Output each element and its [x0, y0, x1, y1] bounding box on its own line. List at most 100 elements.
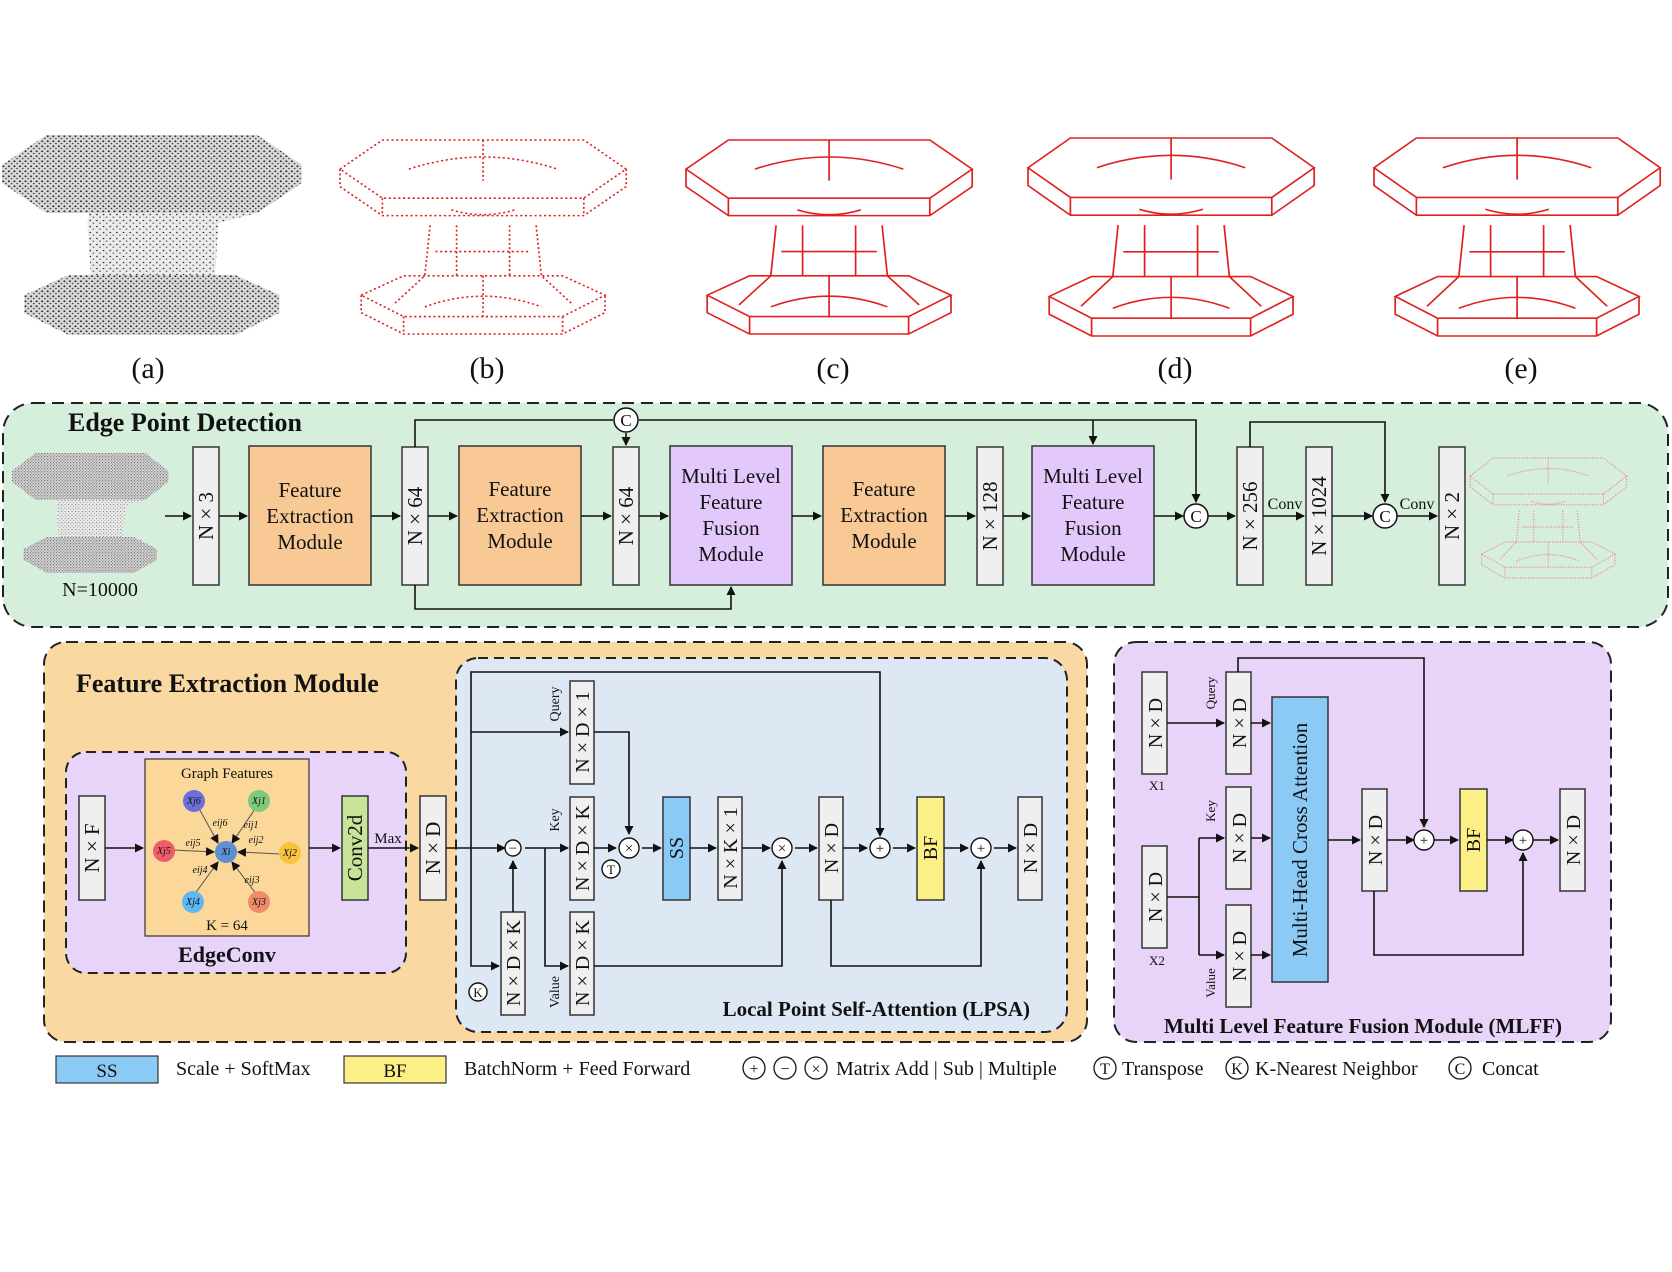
knn-box — [500, 911, 526, 1016]
lpsa-arrows — [446, 671, 1017, 971]
mlff-query-label: Query — [1203, 676, 1218, 709]
legend-concat-symbol — [1448, 1056, 1472, 1080]
legend-concat-text: Concat — [1482, 1058, 1539, 1080]
knn-dim: N × D × K — [503, 920, 525, 1006]
mhca-box — [1271, 696, 1329, 983]
mlff-query-dim: N × D — [1229, 698, 1251, 748]
subfigure-a: (a) — [2, 135, 302, 385]
node-xj4-label: Xj4 — [185, 897, 200, 908]
subfigure-e — [1373, 137, 1662, 337]
node-xj2 — [279, 842, 301, 864]
mlff-key-dim: N × D — [1229, 813, 1251, 863]
add-op-1 — [869, 837, 891, 859]
feature-extraction-module-3 — [822, 445, 946, 586]
edge-e4-label: eij4 — [193, 865, 208, 876]
fe1-line3: Module — [277, 530, 342, 554]
mlff-bf-label: BF — [1463, 828, 1485, 852]
legend-knn-text: K-Nearest Neighbor — [1255, 1058, 1418, 1080]
mlff2-line2: Feature — [1062, 490, 1125, 514]
legend-ss-swatch — [55, 1055, 159, 1084]
mul-op-2-label: × — [778, 841, 786, 857]
subfigure-label-a: (a) — [131, 352, 164, 385]
node-xj3 — [248, 891, 270, 913]
mlff1-line3: Fusion — [702, 516, 760, 540]
edge-e3-label: eij3 — [245, 875, 260, 886]
fe3-line3: Module — [851, 529, 916, 553]
node-xj5-label: Xj5 — [156, 846, 171, 857]
legend-sub-label: − — [780, 1061, 789, 1078]
feature-extraction-module-1 — [248, 445, 372, 586]
lpsa-panel — [455, 657, 1068, 1033]
legend-ss-swatch-label: SS — [96, 1061, 117, 1082]
edge-e5-label: eij5 — [186, 838, 201, 849]
node-xi — [215, 841, 237, 863]
concat-symbol-top — [613, 407, 639, 433]
dim-label-nx256: N × 256 — [1238, 481, 1262, 550]
mlff1-line1: Multi Level — [681, 464, 781, 488]
x2-dim: N × D — [1145, 872, 1167, 922]
lpsa-nd-label: N × D — [821, 823, 843, 873]
knn-op — [468, 982, 488, 1002]
dim-box-nx1024 — [1305, 446, 1333, 586]
ss-label: SS — [666, 837, 688, 859]
x1-dim: N × D — [1145, 698, 1167, 748]
legend-mul-symbol — [804, 1056, 828, 1080]
mlff-value-box — [1225, 904, 1252, 1008]
node-xj6 — [183, 790, 205, 812]
legend-ss-text: Scale + SoftMax — [176, 1058, 311, 1080]
ss-box — [662, 796, 691, 901]
subfigure-label-c: (c) — [816, 352, 849, 385]
mlff-title: Multi Level Feature Fusion Module (MLFF) — [1164, 1014, 1562, 1038]
legend-bf-swatch-label: BF — [383, 1061, 406, 1082]
lpsa-title: Local Point Self-Attention (LPSA) — [723, 997, 1030, 1021]
transpose-op-label: T — [607, 862, 615, 877]
add-op-2-label: + — [977, 841, 985, 857]
edge-e6-label: eij6 — [213, 818, 228, 829]
add-op-2 — [970, 837, 992, 859]
fe3-line2: Extraction — [840, 503, 928, 527]
dim-label-nx1024: N × 1024 — [1307, 476, 1331, 556]
edge-e2-label: eij2 — [249, 835, 264, 846]
feature-extraction-module-2 — [458, 445, 582, 586]
concat-symbol-2 — [1372, 503, 1398, 529]
mul-op-2 — [771, 837, 793, 859]
graph-k-label: K = 64 — [206, 918, 248, 934]
mlff-add-op-2 — [1512, 829, 1534, 851]
mlff-out-box — [1559, 788, 1586, 892]
fem-output-label: N × D — [421, 822, 445, 875]
value-dim: N × D × K — [572, 920, 594, 1006]
dim-label-nx64a: N × 64 — [403, 486, 427, 545]
lpsa-out-box — [1017, 796, 1043, 901]
mlff-arrows — [1167, 657, 1559, 960]
value-box — [569, 911, 595, 1016]
mlff-module-2 — [1031, 445, 1155, 586]
lpsa-bf-label: BF — [920, 836, 942, 860]
fe2-line3: Module — [487, 529, 552, 553]
transpose-op — [601, 859, 621, 879]
dim-box-nx2 — [1438, 446, 1466, 586]
concat-symbol-2-label: C — [1379, 507, 1390, 526]
legend-add-label: + — [749, 1061, 758, 1078]
dim-label-nx3: N × 3 — [194, 492, 218, 540]
mlff-value-dim: N × D — [1229, 931, 1251, 981]
node-xj4 — [182, 891, 204, 913]
subfigure-d — [1027, 137, 1316, 337]
feature-extraction-title: Feature Extraction Module — [76, 669, 379, 698]
x2-label: X2 — [1149, 953, 1165, 968]
input-size-caption: N=10000 — [62, 579, 138, 601]
mlff2-line1: Multi Level — [1043, 464, 1143, 488]
value-label: Value — [548, 976, 563, 1008]
conv-label-1: Conv — [1268, 496, 1303, 513]
legend-transpose-label: T — [1100, 1061, 1110, 1078]
legend-transpose-symbol — [1093, 1056, 1117, 1080]
mhca-label: Multi-Head Cross Attention — [1288, 722, 1312, 957]
add-op-1-label: + — [876, 841, 884, 857]
x2-box — [1141, 845, 1168, 949]
conv-label-2: Conv — [1400, 496, 1435, 513]
node-xj6-label: Xj6 — [186, 796, 201, 807]
legend: SS Scale + SoftMax BF BatchNorm + Feed F… — [55, 1055, 1539, 1084]
node-xj3-label: Xj3 — [251, 897, 266, 908]
x1-label: X1 — [1149, 778, 1165, 793]
mlff-bf-box — [1459, 788, 1488, 892]
